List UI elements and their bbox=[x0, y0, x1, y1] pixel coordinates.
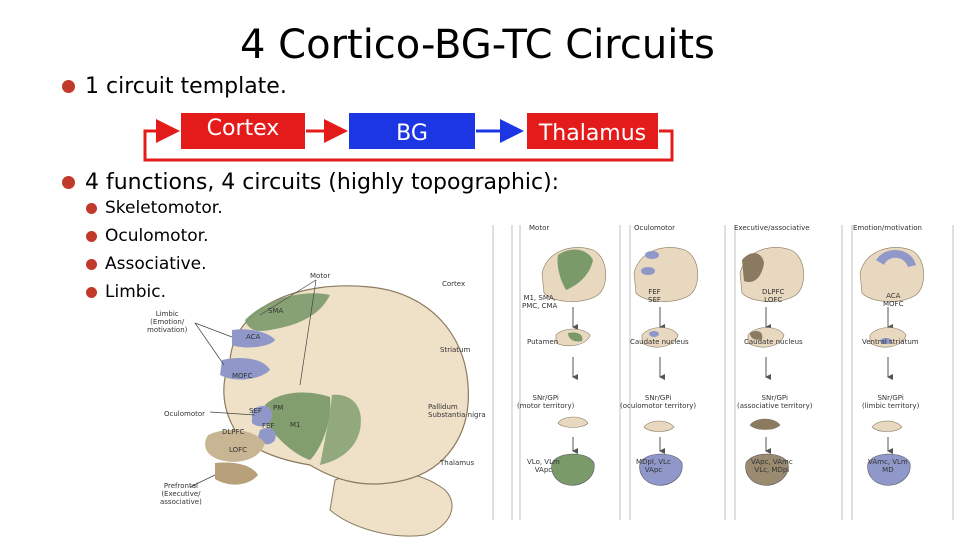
bullet-dot-icon bbox=[62, 176, 75, 189]
bullet-dot-icon bbox=[86, 202, 97, 214]
panel-pallidum-label: SNr/GPi (motor territory) bbox=[517, 394, 575, 411]
brain-label-aca: ACA bbox=[246, 333, 261, 341]
brain-label-fef: FEF bbox=[262, 422, 275, 430]
function-item: Associative. bbox=[86, 254, 207, 274]
function-item: Limbic. bbox=[86, 282, 166, 302]
brain-label-oculomotor: Oculomotor bbox=[164, 410, 206, 418]
panel-row-pallidum: Pallidum Substantia nigra bbox=[428, 403, 486, 420]
brain-label-motor: Motor bbox=[310, 272, 331, 280]
bullet-template-text: 1 circuit template. bbox=[85, 74, 287, 99]
panel-row-striatum: Striatum bbox=[440, 346, 471, 354]
brain-label-sma: SMA bbox=[268, 307, 284, 315]
panel-col-executive: Executive/associative bbox=[734, 224, 810, 232]
panel-cortex-label: M1, SMA, PMC, CMA bbox=[522, 294, 558, 311]
panel-thalamus-label: VLo, VLm VApc bbox=[527, 458, 560, 475]
panel-col-emotion: Emotion/motivation bbox=[853, 224, 922, 232]
panel-thalamus-label: MDpl, VLc VApc bbox=[636, 458, 671, 475]
brain-label-m1: M1 bbox=[290, 421, 301, 429]
panel-col-motor: Motor bbox=[529, 224, 550, 232]
panel-striatum-label: Caudate nucleus bbox=[744, 338, 803, 346]
panel-thalamus-label: VApc, VAmc VLc, MDpl bbox=[751, 458, 793, 475]
panel-cortex-label: DLPFC LOFC bbox=[762, 288, 785, 305]
panel-striatum-label: Caudate nucleus bbox=[630, 338, 689, 346]
panel-cortex-label: ACA MOFC bbox=[883, 292, 904, 309]
brain-label-lofc: LOFC bbox=[229, 446, 248, 454]
page-title: 4 Cortico-BG-TC Circuits bbox=[240, 22, 715, 68]
arrow-thalamus-cortex bbox=[143, 119, 674, 162]
panel-row-cortex: Cortex bbox=[442, 280, 466, 288]
bullet-dot-icon bbox=[86, 286, 97, 298]
bullet-dot-icon bbox=[86, 258, 97, 270]
panel-pallidum-label: SNr/GPi (limbic territory) bbox=[862, 394, 920, 411]
flow-box-thalamus: Thalamus bbox=[527, 113, 658, 149]
brain-label-limbic: Limbic (Emotion/ motivation) bbox=[147, 310, 188, 335]
function-item: Skeletomotor. bbox=[86, 198, 223, 218]
panel-pallidum-label: SNr/GPi (oculomotor territory) bbox=[620, 394, 697, 411]
panel-pallidum-label: SNr/GPi (associative territory) bbox=[737, 394, 813, 411]
panel-striatum-label: Putamen bbox=[527, 338, 559, 346]
bullet-functions-text: 4 functions, 4 circuits (highly topograp… bbox=[85, 170, 560, 195]
panel-col-oculomotor: Oculomotor bbox=[634, 224, 676, 232]
bullet-functions: 4 functions, 4 circuits (highly topograp… bbox=[62, 170, 559, 195]
flow-box-bg: BG bbox=[349, 113, 475, 149]
panel-cortex-label: FEF SEF bbox=[648, 288, 661, 305]
circuit-panel-graphic bbox=[492, 225, 954, 520]
brain-label-mofc: MOFC bbox=[232, 372, 253, 380]
panel-striatum-label: Ventral striatum bbox=[862, 338, 919, 346]
bullet-dot-icon bbox=[62, 80, 75, 93]
panel-thalamus-label: VAmc, VLm MD bbox=[868, 458, 908, 475]
brain-label-sef: SEF bbox=[249, 407, 262, 415]
brain-label-pm: PM bbox=[273, 404, 284, 412]
function-item: Oculomotor. bbox=[86, 226, 209, 246]
brain-label-prefrontal: Prefrontal (Executive/ associative) bbox=[160, 482, 202, 507]
brain-label-dlpfc: DLPFC bbox=[222, 428, 245, 436]
brain-illustration bbox=[189, 279, 469, 537]
panel-row-thalamus: Thalamus bbox=[440, 459, 475, 467]
bullet-template: 1 circuit template. bbox=[62, 74, 287, 99]
flow-box-cortex: Cortex bbox=[181, 113, 305, 149]
bullet-dot-icon bbox=[86, 230, 97, 242]
